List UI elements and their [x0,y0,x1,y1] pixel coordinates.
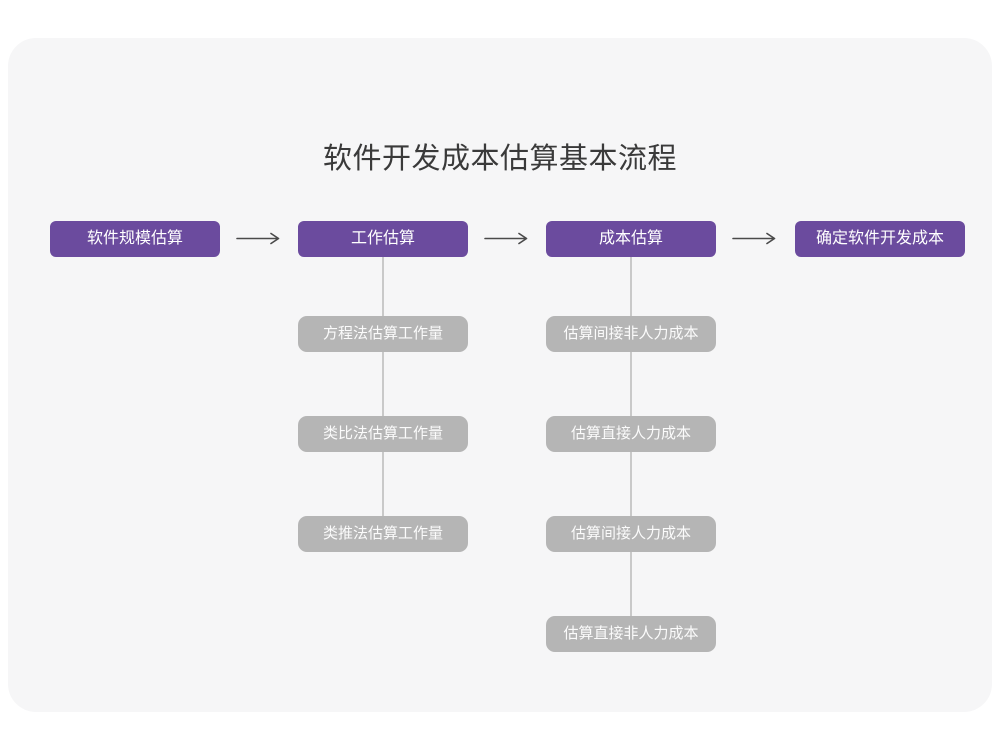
sub-step-direct-nonlabor-cost: 估算直接非人力成本 [546,616,716,652]
sub-step-direct-labor-cost: 估算直接人力成本 [546,416,716,452]
flow-step-work-estimation: 工作估算 [298,221,468,257]
sub-step-analogy-method: 类比法估算工作量 [298,416,468,452]
sub-step-indirect-labor-cost: 估算间接人力成本 [546,516,716,552]
arrow-right-icon [236,232,280,245]
flowchart-canvas: 软件开发成本估算基本流程 软件规模估算 工作估算 成本估算 确定软件开发成本 方… [8,38,992,712]
flow-step-determine-dev-cost: 确定软件开发成本 [795,221,965,257]
arrow-right-icon [484,232,528,245]
flow-step-software-scale-estimation: 软件规模估算 [50,221,220,257]
sub-step-equation-method: 方程法估算工作量 [298,316,468,352]
connector-line-work-column [382,257,384,534]
flow-step-cost-estimation: 成本估算 [546,221,716,257]
page-title: 软件开发成本估算基本流程 [322,143,677,175]
arrow-right-icon [732,232,776,245]
sub-step-indirect-nonlabor-cost: 估算间接非人力成本 [546,316,716,352]
sub-step-extrapolation-method: 类推法估算工作量 [298,516,468,552]
